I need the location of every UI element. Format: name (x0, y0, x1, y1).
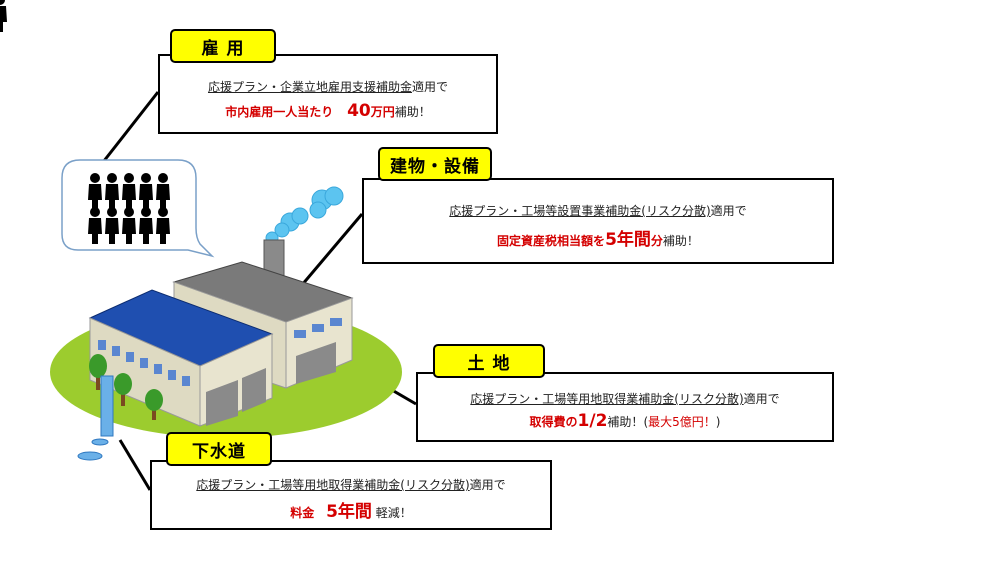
program-name: 応援プラン・工場等用地取得業補助金(リスク分散) (196, 478, 470, 492)
program-line: 応援プラン・工場等用地取得業補助金(リスク分散)適用で (152, 476, 550, 493)
smoke-icon (265, 186, 344, 245)
tag-building: 建物・設備 (378, 147, 492, 181)
info-box-land: 応援プラン・工場等用地取得業補助金(リスク分散)適用で 取得費の1/2補助！(最… (416, 372, 834, 442)
connector-building (294, 213, 364, 293)
workers-icon (0, 0, 170, 244)
speech-bubble (61, 159, 215, 258)
note-close: ) (715, 415, 721, 429)
program-name: 応援プラン・工場等設置事業補助金(リスク分散) (449, 204, 711, 218)
benefit-amount: 1/2 (577, 411, 608, 431)
tag-land: 土 地 (433, 344, 545, 378)
info-box-employment: 応援プラン・企業立地雇用支援補助金適用で 市内雇用一人当たり 40万円補助！ (158, 54, 498, 134)
connector-sewer (118, 439, 152, 491)
benefit-line: 料金 5年間 軽減！ (152, 497, 550, 522)
program-name: 応援プラン・工場等用地取得業補助金(リスク分散) (470, 392, 744, 406)
benefit-lead: 市内雇用一人当たり (225, 105, 334, 119)
benefit-note: 最大5億円！ (648, 415, 716, 429)
benefit-tail: 補助！ (394, 105, 431, 119)
program-suffix: 適用で (743, 392, 780, 406)
benefit-unit: 万円 (370, 105, 395, 119)
benefit-amount: 40 (347, 101, 371, 121)
note-open: ( (643, 415, 649, 429)
benefit-tail: 補助！ (607, 415, 644, 429)
connector-employment (98, 91, 160, 167)
program-line: 応援プラン・工場等用地取得業補助金(リスク分散)適用で (418, 390, 832, 407)
benefit-line: 市内雇用一人当たり 40万円補助！ (160, 101, 496, 121)
program-suffix: 適用で (412, 80, 449, 94)
benefit-tail: 補助！ (662, 234, 699, 248)
water-pipe-icon (77, 375, 114, 461)
program-line: 応援プラン・企業立地雇用支援補助金適用で (160, 78, 496, 95)
info-box-building: 応援プラン・工場等設置事業補助金(リスク分散)適用で 固定資産税相当額を5年間分… (362, 178, 834, 264)
program-suffix: 適用で (710, 204, 747, 218)
tag-employment: 雇 用 (170, 29, 276, 63)
benefit-lead: 取得費の (529, 415, 578, 429)
benefit-lead: 固定資産税相当額を (497, 234, 606, 248)
tag-sewer: 下水道 (166, 432, 272, 466)
benefit-amount: 5年間 (326, 502, 372, 522)
benefit-lead: 料金 (290, 506, 315, 520)
program-name: 応援プラン・企業立地雇用支援補助金 (207, 80, 412, 94)
benefit-line: 固定資産税相当額を5年間分補助！ (364, 225, 832, 250)
benefit-unit: 分 (650, 234, 663, 248)
info-box-sewer: 応援プラン・工場等用地取得業補助金(リスク分散)適用で 料金 5年間 軽減！ (150, 460, 552, 530)
program-line: 応援プラン・工場等設置事業補助金(リスク分散)適用で (364, 202, 832, 219)
blue-building (88, 289, 274, 427)
benefit-tail: 軽減！ (375, 506, 412, 520)
tree-icon (89, 354, 163, 420)
benefit-line: 取得費の1/2補助！(最大5億円！) (418, 411, 832, 431)
program-suffix: 適用で (469, 478, 506, 492)
benefit-amount: 5年間 (605, 230, 651, 250)
